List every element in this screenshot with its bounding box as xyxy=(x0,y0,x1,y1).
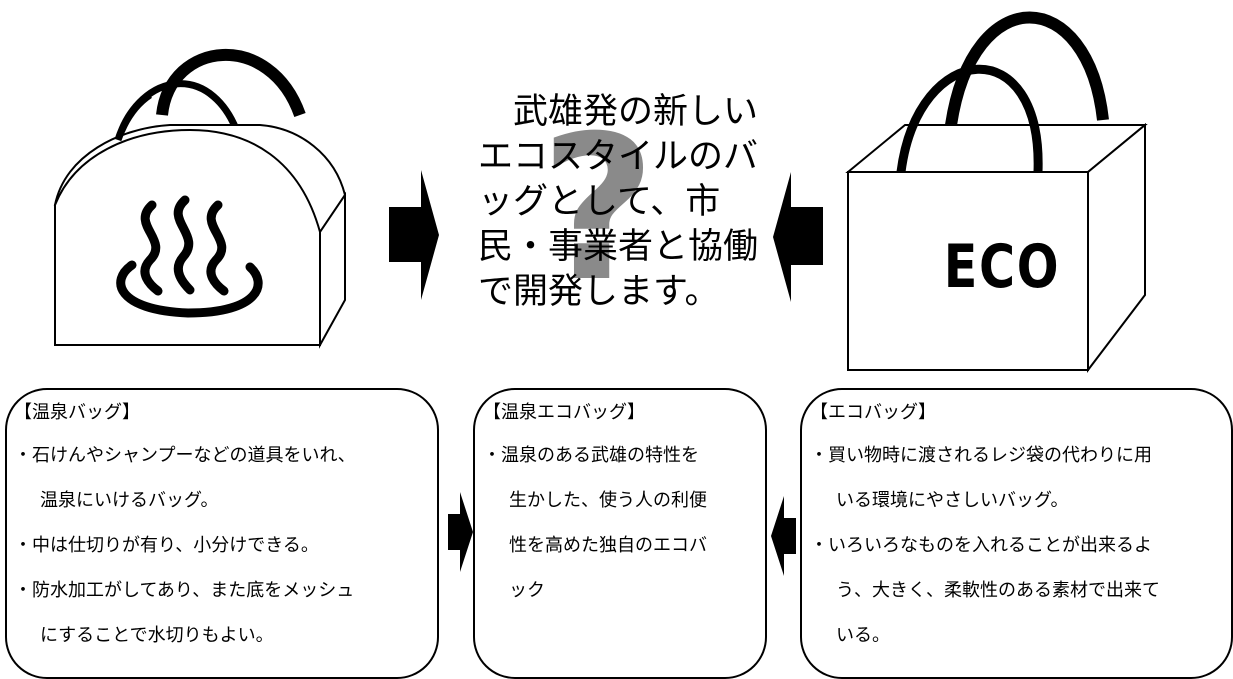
box-line: う、大きく、柔軟性のある素材で出来て xyxy=(836,580,1160,601)
box-line: にすることで水切りもよい。 xyxy=(40,625,274,646)
hot-spring-icon xyxy=(116,195,263,318)
center-line: 民・事業者と協働 xyxy=(478,227,759,267)
eco-shopping-bag-icon xyxy=(845,11,1148,373)
onsen-eco-bag-text: 【温泉エコバッグ】 ・温泉のある武雄の特性を 生かした、使う人の利便 性を高めた… xyxy=(483,393,707,613)
box-line: いる環境にやさしいバッグ。 xyxy=(836,490,1069,511)
box-line: ・温泉のある武雄の特性を xyxy=(483,445,699,466)
eco-bag-text: 【エコバッグ】 ・買い物時に渡されるレジ袋の代わりに用 いる環境にやさしいバッグ… xyxy=(810,393,1160,658)
center-line: で開発します。 xyxy=(478,272,720,312)
box-line: ック xyxy=(509,580,545,601)
right-arrow-icon xyxy=(448,492,473,572)
eco-label: ECO xyxy=(943,232,1061,302)
box-line: ・防水加工がしてあり、また底をメッシュ xyxy=(14,580,355,601)
center-line: ッグとして、市 xyxy=(478,182,721,222)
box-line: 温泉にいけるバッグ。 xyxy=(40,490,219,511)
onsen-bag-text: 【温泉バッグ】 ・石けんやシャンプーなどの道具をいれ、 温泉にいけるバッグ。 ・… xyxy=(14,393,356,658)
right-arrow-icon xyxy=(389,170,439,300)
box-line: ・買い物時に渡されるレジ袋の代わりに用 xyxy=(810,445,1152,466)
box-line: ・中は仕切りが有り、小分けできる。 xyxy=(14,535,319,556)
box-title: 【温泉バッグ】 xyxy=(14,402,140,423)
box-line: 性を高めた独自のエコバ xyxy=(509,535,707,556)
onsen-eco-bag-box xyxy=(473,388,767,679)
onsen-bag-box xyxy=(5,388,439,679)
box-title: 【エコバッグ】 xyxy=(810,402,936,423)
box-title: 【温泉エコバッグ】 xyxy=(483,402,645,423)
center-line: エコスタイルのバ xyxy=(478,137,759,177)
box-line: ・いろいろなものを入れることが出来るよ xyxy=(810,535,1152,556)
center-description: 武雄発の新しい エコスタイルのバ ッグとして、市 民・事業者と協働 で開発します… xyxy=(478,90,759,315)
question-mark: ? xyxy=(540,93,657,326)
eco-bag-box xyxy=(800,388,1233,679)
box-line: 生かした、使う人の利便 xyxy=(509,490,707,511)
center-line: 武雄発の新しい xyxy=(513,92,759,132)
box-line: ・石けんやシャンプーなどの道具をいれ、 xyxy=(14,445,356,466)
left-arrow-icon xyxy=(771,496,796,576)
box-line: いる。 xyxy=(836,625,890,646)
left-arrow-icon xyxy=(773,172,823,302)
